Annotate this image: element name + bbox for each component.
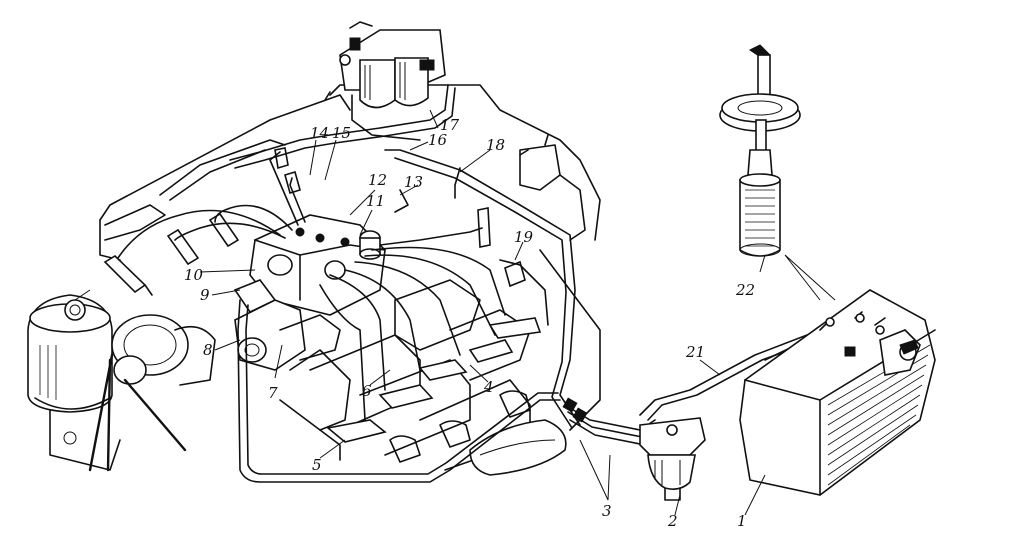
coarse-fuel-filter (639, 417, 706, 501)
injector-lower-3 (418, 359, 468, 381)
callout-3: 3 (602, 502, 612, 520)
callout-22: 22 (735, 281, 755, 299)
injector-right-2 (504, 260, 526, 288)
callout-11: 11 (366, 192, 385, 210)
callout-17: 17 (440, 116, 460, 134)
callout-7: 7 (268, 384, 278, 402)
leader-lines (74, 109, 836, 516)
engine-block (88, 84, 601, 476)
callout-13: 13 (404, 173, 423, 191)
injector-lower-1 (326, 419, 387, 443)
callout-2: 2 (667, 512, 678, 530)
injection-pump (233, 214, 386, 371)
injector-top-1 (274, 147, 289, 170)
callout-15: 15 (332, 124, 351, 142)
injector-lower-4 (468, 339, 514, 363)
fine-fuel-filter (339, 21, 446, 109)
injectors (103, 147, 542, 443)
injector-left-1 (103, 254, 153, 296)
callout-9: 9 (200, 286, 210, 304)
injector-top-2 (284, 170, 301, 195)
callout-8: 8 (203, 341, 213, 359)
callout-5: 5 (312, 456, 322, 474)
callout-14: 14 (310, 124, 329, 142)
fuel-tank (739, 289, 936, 496)
injector-right-1 (477, 207, 491, 248)
injector-left-3 (208, 212, 240, 248)
callout-21: 21 (685, 343, 705, 361)
tank-strainer (719, 44, 801, 257)
callout-19: 19 (514, 228, 534, 246)
callout-4: 4 (483, 378, 494, 396)
injector-lower-5 (488, 317, 542, 339)
callout-6: 6 (362, 382, 372, 400)
callout-16: 16 (428, 131, 448, 149)
injector-lower-2 (378, 384, 434, 409)
callout-10: 10 (184, 266, 204, 284)
callout-18: 18 (486, 136, 505, 154)
callout-12: 12 (368, 171, 387, 189)
callout-1: 1 (737, 512, 747, 530)
callout-labels: 1 2 3 4 5 6 7 8 9 10 11 12 13 14 15 16 1… (184, 116, 755, 530)
air-cleaner (27, 294, 121, 471)
